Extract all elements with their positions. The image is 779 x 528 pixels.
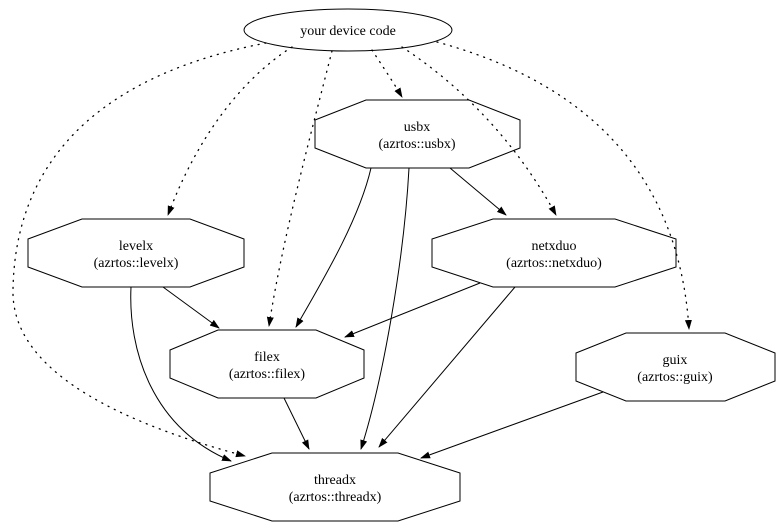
node-subtitle: (azrtos::netxduo) xyxy=(506,256,602,271)
levelx-octagon-shape xyxy=(27,218,245,288)
node-subtitle: (azrtos::threadx) xyxy=(289,490,382,505)
edge-netxduo-filex xyxy=(344,282,481,338)
node-levelx: levelx (azrtos::levelx) xyxy=(27,218,245,288)
node-netxduo: netxduo (azrtos::netxduo) xyxy=(431,218,677,288)
edge-device-levelx xyxy=(167,46,293,216)
threadx-octagon-shape xyxy=(209,452,461,522)
node-title: filex xyxy=(254,350,280,365)
node-usbx: usbx (azrtos::usbx) xyxy=(314,99,521,169)
node-subtitle: (azrtos::usbx) xyxy=(379,137,456,152)
node-subtitle: (azrtos::guix) xyxy=(637,370,713,385)
edge-levelx-filex xyxy=(162,286,220,329)
node-label: your device code xyxy=(300,24,396,39)
node-title: netxduo xyxy=(531,239,576,254)
node-title: usbx xyxy=(404,120,430,135)
node-subtitle: (azrtos::filex) xyxy=(229,367,306,382)
edge-filex-threadx xyxy=(283,397,310,450)
edge-usbx-threadx xyxy=(360,167,410,450)
node-threadx: threadx (azrtos::threadx) xyxy=(209,452,461,522)
netxduo-octagon-shape xyxy=(431,218,677,288)
guix-octagon-shape xyxy=(575,332,776,402)
node-filex: filex (azrtos::filex) xyxy=(169,329,365,399)
edge-usbx-filex xyxy=(295,167,372,328)
edge-guix-threadx xyxy=(420,391,604,459)
edge-device-filex xyxy=(266,50,333,327)
usbx-octagon-shape xyxy=(314,99,521,169)
device-ellipse-shape xyxy=(243,8,453,52)
node-title: guix xyxy=(663,353,688,368)
node-device: your device code xyxy=(243,8,453,52)
node-guix: guix (azrtos::guix) xyxy=(575,332,776,402)
node-subtitle: (azrtos::levelx) xyxy=(94,256,179,271)
edge-netxduo-threadx xyxy=(378,286,516,448)
edge-levelx-threadx xyxy=(130,286,232,462)
edge-device-guix xyxy=(436,41,692,330)
node-title: threadx xyxy=(314,473,356,488)
edge-device-usbx xyxy=(371,49,403,98)
node-title: levelx xyxy=(119,239,153,254)
filex-octagon-shape xyxy=(169,329,365,399)
edge-usbx-netxduo xyxy=(449,167,507,216)
